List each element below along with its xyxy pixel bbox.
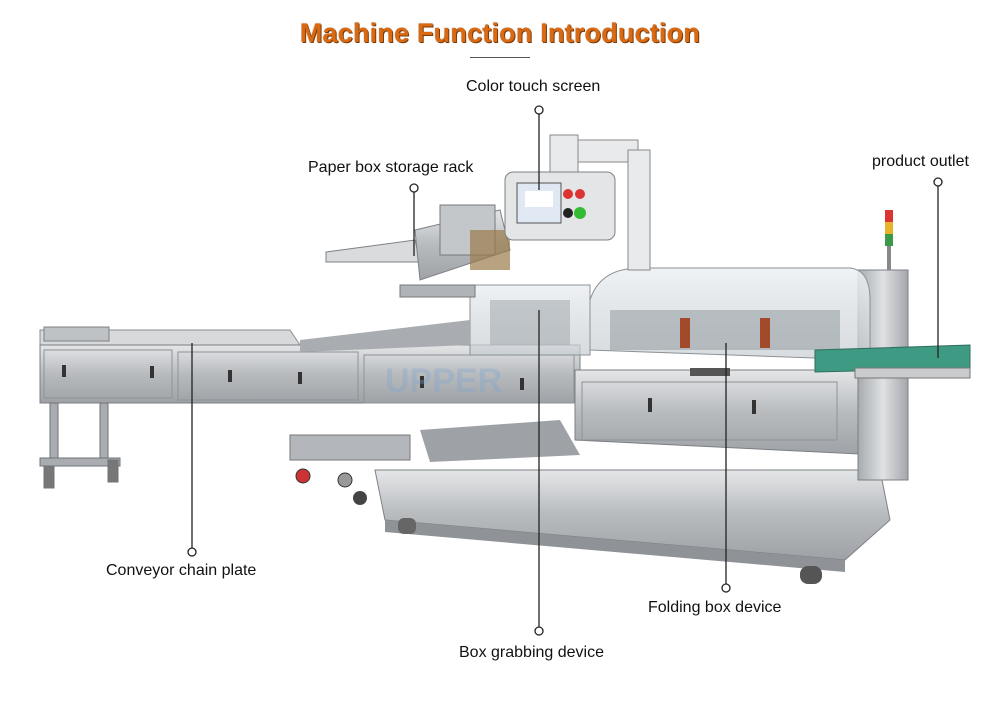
signal-tower-light <box>885 210 893 270</box>
callout-folding-box-device: Folding box device <box>648 599 782 616</box>
lower-mechanism <box>289 420 580 505</box>
callout-conveyor-chain-plate: Conveyor chain plate <box>106 562 257 579</box>
callout-paper-box-storage-rack: Paper box storage rack <box>308 159 474 176</box>
page-title: Machine Function Introduction <box>299 18 701 48</box>
base-platform <box>374 469 891 584</box>
machine-legs <box>39 402 121 489</box>
box-grabbing-area <box>300 284 591 356</box>
touch-screen-assembly <box>504 134 651 271</box>
product-outlet-belt <box>814 344 971 379</box>
watermark-logo: UPPER <box>385 362 502 400</box>
callout-product-outlet: product outlet <box>872 153 969 170</box>
callout-leaders <box>187 105 943 636</box>
paper-box-storage-rack <box>325 204 511 281</box>
callout-box-grabbing-device: Box grabbing device <box>459 644 604 661</box>
title-underline <box>470 57 530 58</box>
callout-color-touch-screen: Color touch screen <box>466 78 601 95</box>
folding-hood <box>589 267 871 376</box>
